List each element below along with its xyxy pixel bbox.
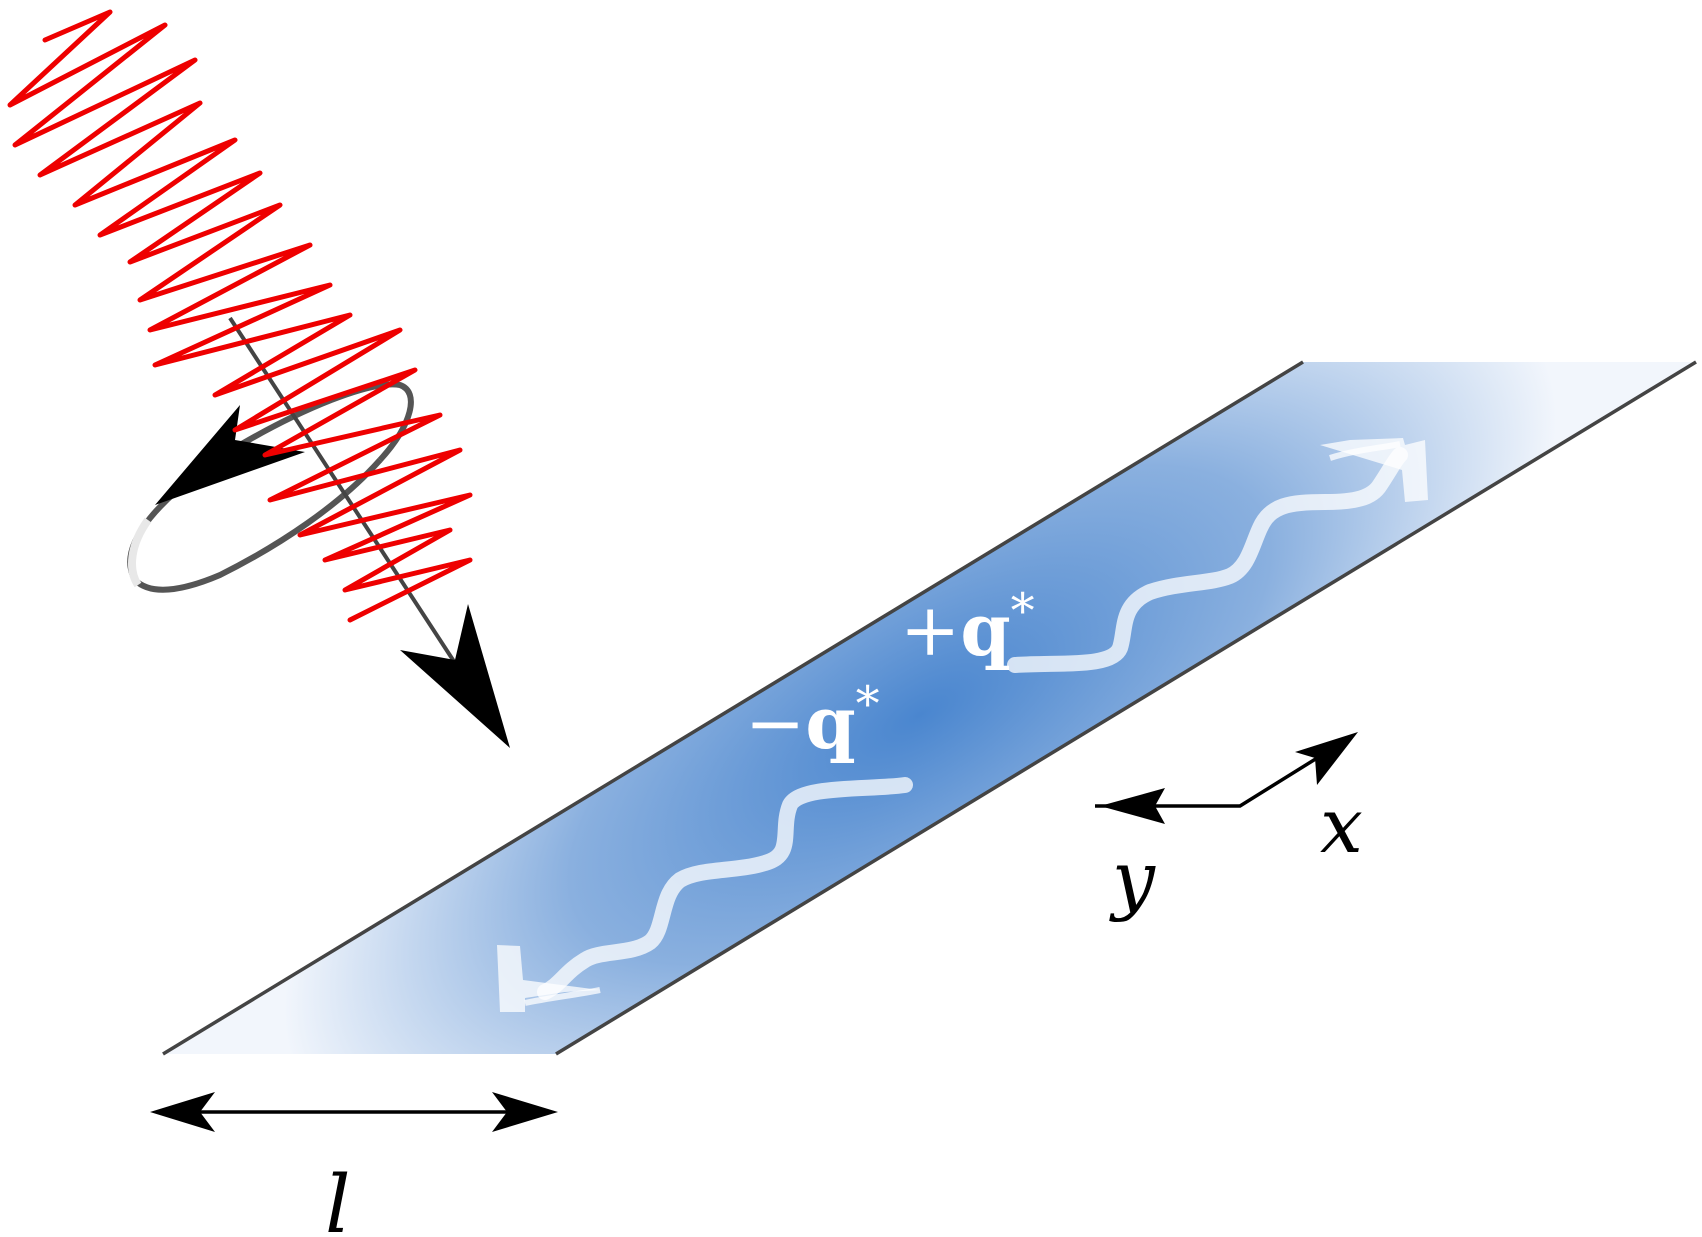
propagation-arrowhead-icon: [400, 604, 510, 748]
plus-q-charge-label: +q*: [900, 583, 1035, 672]
star-superscript: *: [1011, 583, 1035, 639]
polarization-arrowhead-icon: [155, 405, 305, 505]
minus-q-charge-label: −q*: [745, 676, 880, 765]
red-zigzag-wave: [7, 9, 473, 623]
q-letter: q: [805, 680, 855, 765]
minus-sign: −: [745, 681, 805, 765]
wavy-arrow-icon: [537, 777, 913, 1000]
axis-lines: [1095, 748, 1331, 808]
width-label: l: [325, 1158, 351, 1237]
circular-polarization-icon: [127, 381, 414, 593]
sample-strip: [162, 360, 1697, 1056]
strip-bottom-edge: [555, 360, 1697, 1056]
q-letter: q: [960, 587, 1010, 672]
wavy-arrow-icon: [1007, 447, 1408, 673]
width-dimension: l: [150, 1092, 558, 1237]
beam-axis: [228, 316, 457, 665]
strip-surface: [163, 362, 1696, 1054]
y-axis-label: y: [1109, 834, 1156, 923]
edge-current-minus: [497, 777, 913, 1012]
y-arrowhead-icon: [1100, 788, 1165, 824]
plus-sign: +: [900, 588, 960, 672]
width-right-arrowhead-icon: [492, 1092, 558, 1132]
width-left-arrowhead-icon: [150, 1092, 215, 1132]
x-axis-label: x: [1320, 781, 1363, 870]
light-beam-icon: [7, 9, 473, 623]
strip-top-edge: [162, 360, 1304, 1056]
edge-current-plus: [1007, 438, 1428, 673]
edge-current-head-icon: [497, 945, 600, 1012]
edge-current-head-icon: [1320, 438, 1428, 502]
x-arrowhead-icon: [1295, 732, 1358, 785]
coordinate-axes: x y: [1095, 732, 1363, 923]
star-superscript: *: [856, 676, 880, 732]
